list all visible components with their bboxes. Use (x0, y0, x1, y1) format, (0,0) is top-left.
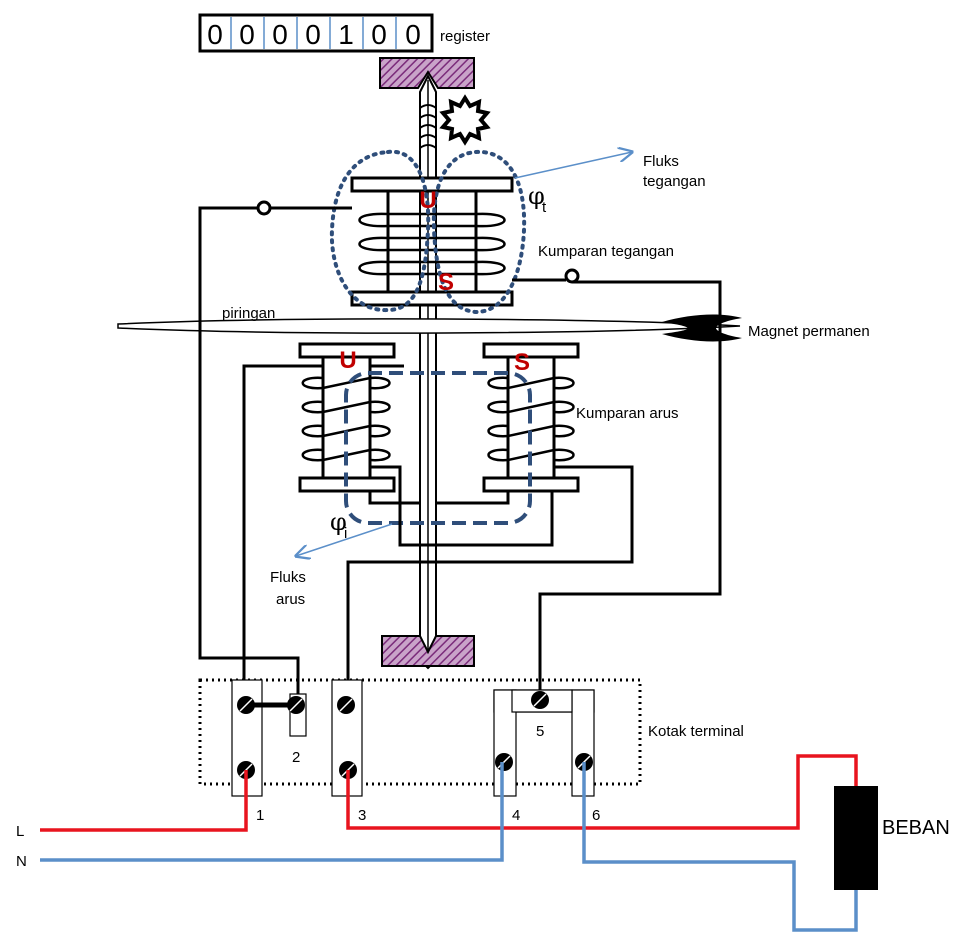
bottom-bearing (381, 635, 475, 667)
screw-icon (237, 696, 255, 714)
current-coil-label: Kumparan arus (576, 405, 679, 422)
gear-wheel-icon (439, 94, 491, 146)
flux-voltage-label-1: Fluks (643, 153, 679, 170)
lower-pole-u: U (339, 347, 356, 374)
flux-voltage-label-2: tegangan (643, 173, 706, 190)
register-digit: 0 (371, 19, 387, 50)
register-label: register (440, 28, 490, 45)
flux-current-label-1: Fluks (270, 569, 306, 586)
phi-t-symbol: φ (528, 182, 545, 210)
flux-current-arrow (296, 523, 393, 556)
phase-wiring (40, 754, 858, 832)
current-core (368, 491, 510, 505)
register-counter: 0 0 0 0 1 0 0 register (198, 13, 490, 53)
terminal-box-label: Kotak terminal (648, 723, 744, 740)
terminal-number-3: 3 (358, 807, 366, 824)
flux-voltage-arrow (514, 152, 632, 179)
permanent-magnet (662, 314, 742, 342)
terminal-number-5: 5 (536, 723, 544, 740)
neutral-wiring (40, 762, 858, 932)
magnet-label: Magnet permanen (748, 323, 870, 340)
top-bearing (379, 57, 475, 89)
register-digit: 0 (272, 19, 288, 50)
screw-icon (531, 691, 549, 709)
terminal-number-4: 4 (512, 807, 520, 824)
terminal-posts (231, 679, 595, 797)
terminal-number-6: 6 (592, 807, 600, 824)
load-label: BEBAN (882, 817, 950, 839)
phi-i-symbol: φ (330, 508, 347, 536)
voltage-flux-loops (329, 149, 527, 315)
flux-current-label-2: arus (276, 591, 305, 608)
screw-icon (495, 753, 513, 771)
screw-icon (337, 696, 355, 714)
register-digit: 1 (338, 19, 354, 50)
line-L-label: L (16, 823, 24, 840)
register-digit: 0 (239, 19, 255, 50)
terminal-number-1: 1 (256, 807, 264, 824)
disk (117, 318, 741, 334)
screw-icon (287, 696, 305, 714)
upper-pole-s: S (438, 269, 454, 296)
register-digit: 0 (305, 19, 321, 50)
voltage-coil-label: Kumparan tegangan (538, 243, 674, 260)
lower-pole-s: S (514, 349, 530, 376)
line-N-label: N (16, 853, 27, 870)
phi-t-subscript: t (542, 199, 547, 216)
upper-pole-u: U (419, 187, 436, 214)
worm-gear (419, 104, 437, 149)
disk-label: piringan (222, 305, 275, 322)
phi-i-subscript: i (344, 525, 347, 542)
current-flux-loop (344, 371, 532, 525)
voltage-coil (350, 176, 514, 307)
terminal-number-2: 2 (292, 749, 300, 766)
terminal-box (198, 678, 642, 786)
load-block (834, 786, 878, 890)
register-digit: 0 (207, 19, 223, 50)
register-digit: 0 (405, 19, 421, 50)
internal-wiring (198, 200, 722, 705)
